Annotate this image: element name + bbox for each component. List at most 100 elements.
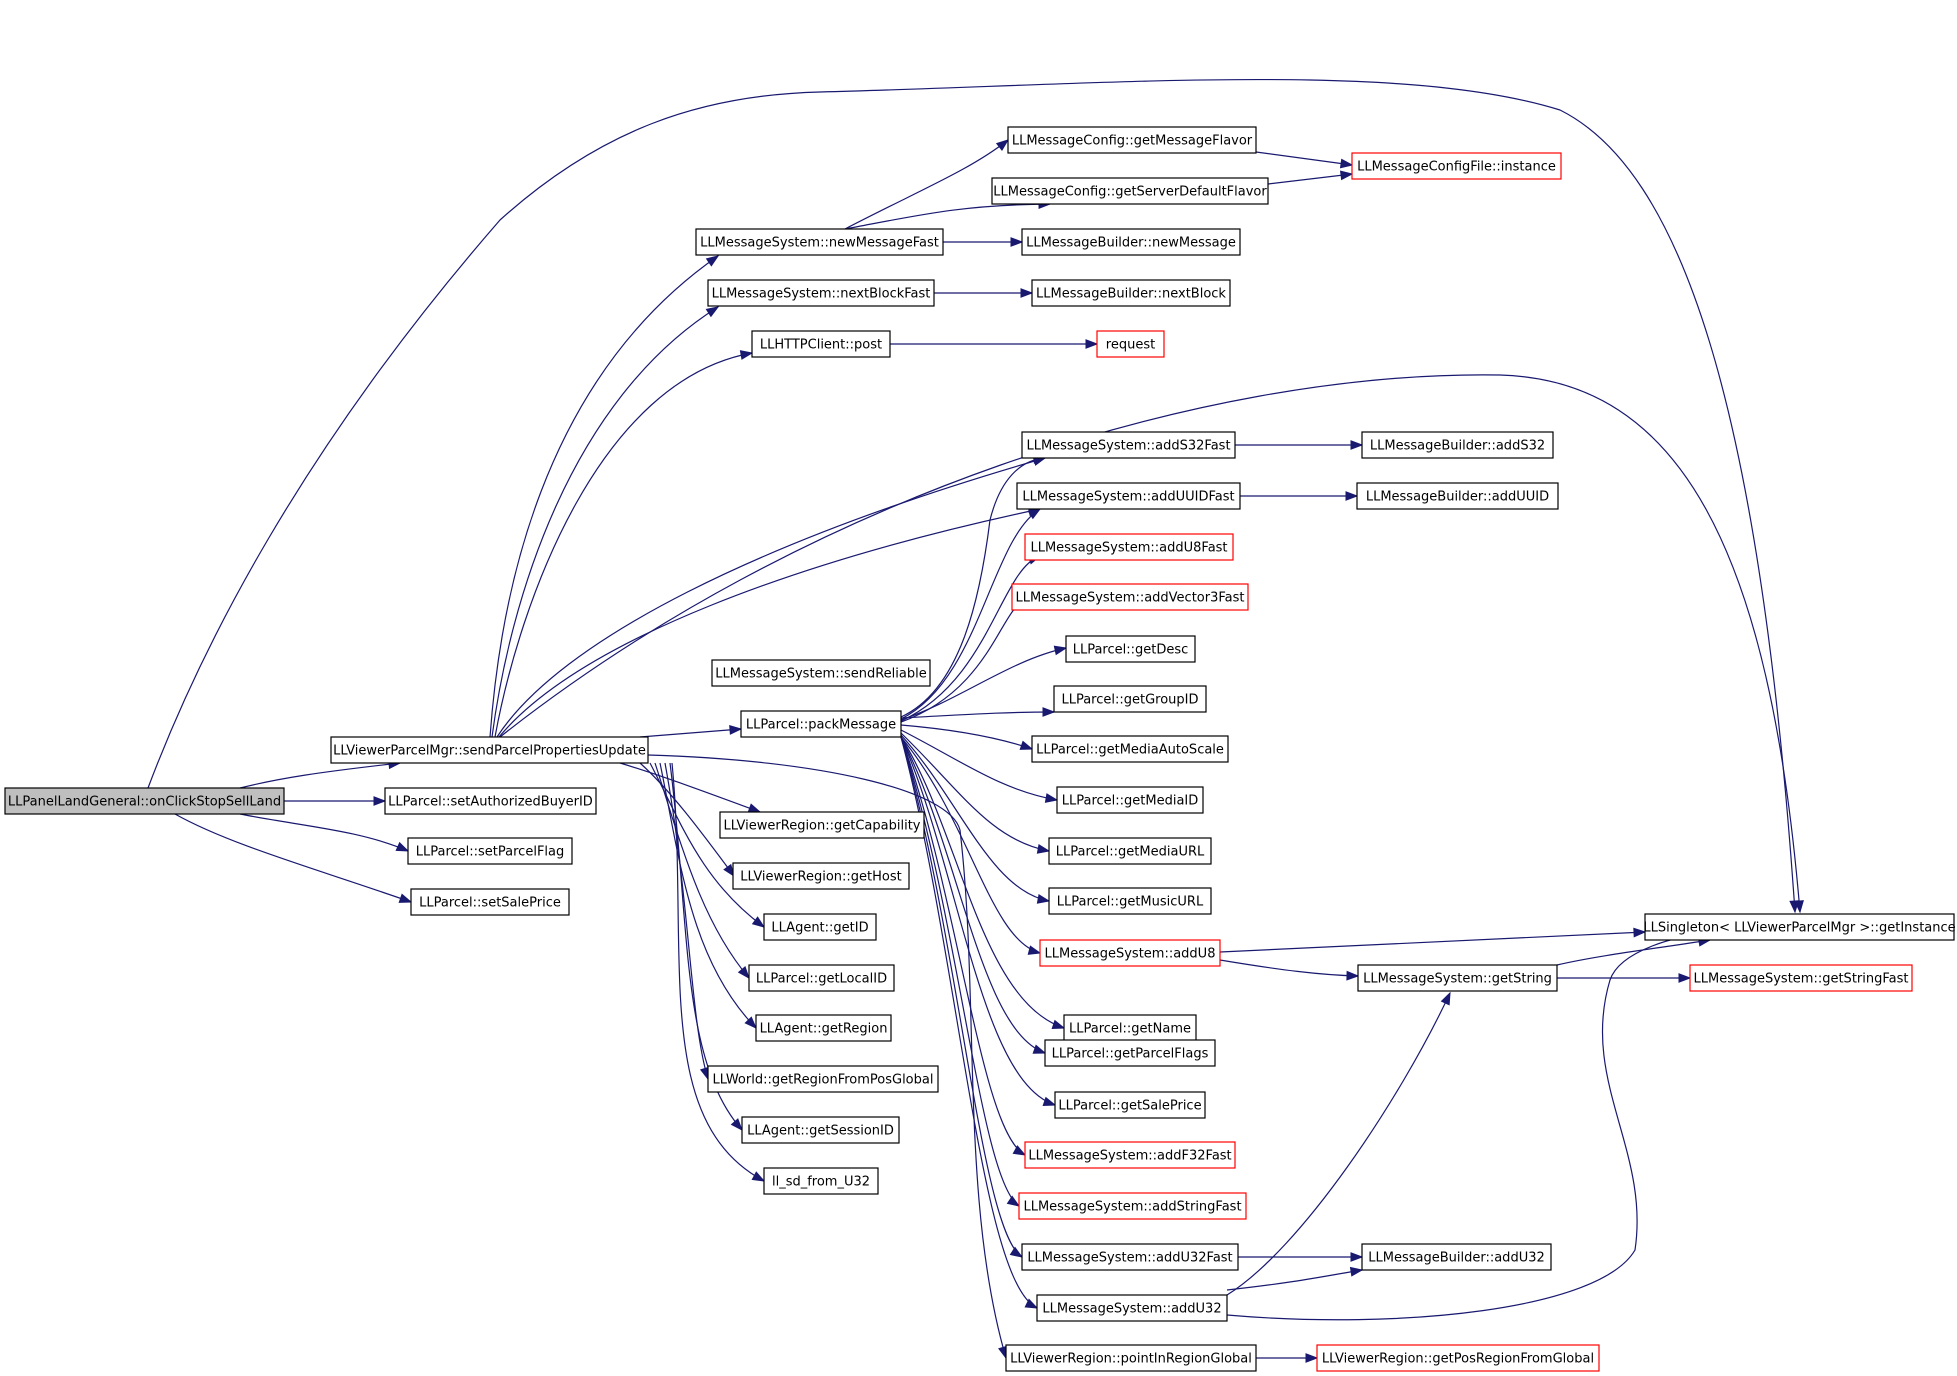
node-get-name[interactable]: LLParcel::getName: [1063, 1014, 1197, 1042]
node-box: [1356, 482, 1559, 510]
call-edge: [239, 762, 401, 789]
node-singleton-get-instance[interactable]: LLSingleton< LLViewerParcelMgr >::getIns…: [1643, 913, 1956, 941]
node-add-u8[interactable]: LLMessageSystem::addU8: [1039, 939, 1221, 967]
node-point-in-region-global[interactable]: LLViewerRegion::pointInRegionGlobal: [1005, 1344, 1257, 1372]
arrowhead-icon: [1006, 1195, 1021, 1207]
node-box: [1361, 1243, 1552, 1271]
node-http-post[interactable]: LLHTTPClient::post: [751, 330, 891, 358]
node-box: [1024, 533, 1234, 561]
node-label: LLViewerParcelMgr::sendParcelPropertiesU…: [333, 744, 646, 759]
node-get-media-auto-scale[interactable]: LLParcel::getMediaAutoScale: [1031, 735, 1229, 763]
node-request[interactable]: request: [1096, 330, 1165, 358]
node-label: LLMessageConfigFile::instance: [1357, 160, 1556, 175]
node-add-u-u-i-d[interactable]: LLMessageBuilder::addUUID: [1356, 482, 1559, 510]
arrowhead-icon: [705, 255, 720, 267]
node-next-block-fast[interactable]: LLMessageSystem::nextBlockFast: [707, 279, 935, 307]
call-edge: [844, 203, 1051, 230]
node-label: LLParcel::packMessage: [746, 718, 896, 733]
node-label: LLViewerRegion::pointInRegionGlobal: [1010, 1352, 1252, 1367]
node-box: [1048, 837, 1212, 865]
node-label: request: [1106, 338, 1155, 353]
arrowhead-icon: [1042, 707, 1056, 717]
node-set-sale-price[interactable]: LLParcel::setSalePrice: [410, 888, 570, 916]
node-get-desc[interactable]: LLParcel::getDesc: [1065, 635, 1196, 663]
node-set-authorized-buyer-i-d[interactable]: LLParcel::setAuthorizedBuyerID: [384, 787, 597, 815]
arrowhead-icon: [1024, 1298, 1039, 1309]
node-set-parcel-flag[interactable]: LLParcel::setParcelFlag: [407, 837, 573, 865]
call-edge: [900, 736, 1065, 1029]
node-get-pos-region-from-global[interactable]: LLViewerRegion::getPosRegionFromGlobal: [1316, 1344, 1600, 1372]
node-next-block[interactable]: LLMessageBuilder::nextBlock: [1031, 279, 1231, 307]
node-get-session-i-d[interactable]: LLAgent::getSessionID: [741, 1116, 900, 1144]
node-add-string-fast[interactable]: LLMessageSystem::addStringFast: [1018, 1192, 1247, 1220]
node-pack-message[interactable]: LLParcel::packMessage: [740, 710, 902, 738]
call-edge: [491, 306, 719, 738]
call-edge: [1267, 173, 1353, 185]
node-label: LLMessageSystem::addF32Fast: [1028, 1149, 1231, 1164]
call-edge: [1556, 939, 1711, 966]
node-box: [707, 1065, 939, 1093]
node-agent-get-region[interactable]: LLAgent::getRegion: [755, 1014, 892, 1042]
node-get-host[interactable]: LLViewerRegion::getHost: [732, 862, 910, 890]
node-get-local-i-d[interactable]: LLParcel::getLocalID: [748, 964, 895, 992]
node-add-s32[interactable]: LLMessageBuilder::addS32: [1361, 431, 1554, 459]
node-get-music-u-r-l[interactable]: LLParcel::getMusicURL: [1048, 887, 1212, 915]
node-label: LLMessageBuilder::nextBlock: [1036, 287, 1226, 302]
arrowhead-icon: [1020, 288, 1034, 298]
node-label: LLMessageSystem::addUUIDFast: [1022, 490, 1234, 505]
node-get-media-u-r-l[interactable]: LLParcel::getMediaURL: [1048, 837, 1212, 865]
node-label: LLParcel::getDesc: [1073, 643, 1189, 658]
node-ll-sd-from-u32[interactable]: ll_sd_from_U32: [763, 1167, 879, 1195]
node-get-media-i-d[interactable]: LLParcel::getMediaID: [1056, 786, 1204, 814]
node-get-capability[interactable]: LLViewerRegion::getCapability: [719, 811, 925, 839]
node-add-vector3-fast[interactable]: LLMessageSystem::addVector3Fast: [1011, 583, 1249, 611]
arrowhead-icon: [995, 139, 1010, 151]
node-get-sale-price[interactable]: LLParcel::getSalePrice: [1054, 1091, 1206, 1119]
node-on-click-stop-sell-land[interactable]: LLPanelLandGeneral::onClickStopSellLand: [4, 787, 285, 815]
node-get-parcel-flags[interactable]: LLParcel::getParcelFlags: [1044, 1039, 1216, 1067]
node-builder-add-u32[interactable]: LLMessageBuilder::addU32: [1361, 1243, 1552, 1271]
node-box: [763, 1167, 879, 1195]
node-label: LLParcel::getGroupID: [1061, 693, 1198, 708]
arrowhead-icon: [705, 306, 720, 318]
node-agent-get-i-d[interactable]: LLAgent::getID: [763, 913, 877, 941]
node-box: [1007, 126, 1257, 154]
node-box: [755, 1014, 892, 1042]
node-box: [1054, 1091, 1206, 1119]
node-add-u8-fast[interactable]: LLMessageSystem::addU8Fast: [1024, 533, 1234, 561]
node-add-f32-fast[interactable]: LLMessageSystem::addF32Fast: [1024, 1141, 1236, 1169]
call-edge: [900, 711, 1055, 719]
node-get-message-flavor[interactable]: LLMessageConfig::getMessageFlavor: [1007, 126, 1257, 154]
node-add-u32[interactable]: LLMessageSystem::addU32: [1036, 1294, 1228, 1322]
arrowhead-icon: [1036, 844, 1051, 854]
node-label: LLMessageBuilder::newMessage: [1026, 236, 1236, 251]
node-add-s32-fast[interactable]: LLMessageSystem::addS32Fast: [1021, 431, 1236, 459]
node-label: LLMessageSystem::addU8Fast: [1030, 541, 1227, 556]
call-edge: [494, 352, 753, 738]
node-label: LLParcel::getLocalID: [756, 972, 887, 987]
call-edge: [498, 508, 1041, 738]
node-send-parcel-properties-update[interactable]: LLViewerParcelMgr::sendParcelPropertiesU…: [330, 736, 649, 764]
node-add-u32-fast[interactable]: LLMessageSystem::addU32Fast: [1021, 1243, 1239, 1271]
node-get-string[interactable]: LLMessageSystem::getString: [1357, 964, 1558, 992]
arrowhead-icon: [1027, 945, 1042, 955]
arrowhead-icon: [729, 724, 743, 735]
node-add-u-u-i-d-fast[interactable]: LLMessageSystem::addUUIDFast: [1016, 482, 1241, 510]
node-send-reliable[interactable]: LLMessageSystem::sendReliable: [711, 659, 931, 687]
node-box: [1048, 887, 1212, 915]
node-new-message[interactable]: LLMessageBuilder::newMessage: [1021, 228, 1241, 256]
node-new-message-fast[interactable]: LLMessageSystem::newMessageFast: [695, 228, 944, 256]
node-get-group-i-d[interactable]: LLParcel::getGroupID: [1053, 685, 1207, 713]
node-config-file-instance[interactable]: LLMessageConfigFile::instance: [1351, 152, 1562, 180]
node-label: LLSingleton< LLViewerParcelMgr >::getIns…: [1643, 921, 1955, 936]
arrowhead-icon: [1633, 927, 1647, 938]
node-box: [1018, 1192, 1247, 1220]
node-label: LLParcel::getMediaURL: [1056, 845, 1205, 860]
call-edge: [844, 139, 1009, 230]
node-label: LLAgent::getSessionID: [747, 1124, 894, 1139]
node-get-server-default-flavor[interactable]: LLMessageConfig::getServerDefaultFlavor: [991, 177, 1269, 205]
node-get-string-fast[interactable]: LLMessageSystem::getStringFast: [1689, 964, 1913, 992]
node-box: [707, 279, 935, 307]
node-get-region-from-pos-global[interactable]: LLWorld::getRegionFromPosGlobal: [707, 1065, 939, 1093]
arrowhead-icon: [1794, 900, 1804, 914]
